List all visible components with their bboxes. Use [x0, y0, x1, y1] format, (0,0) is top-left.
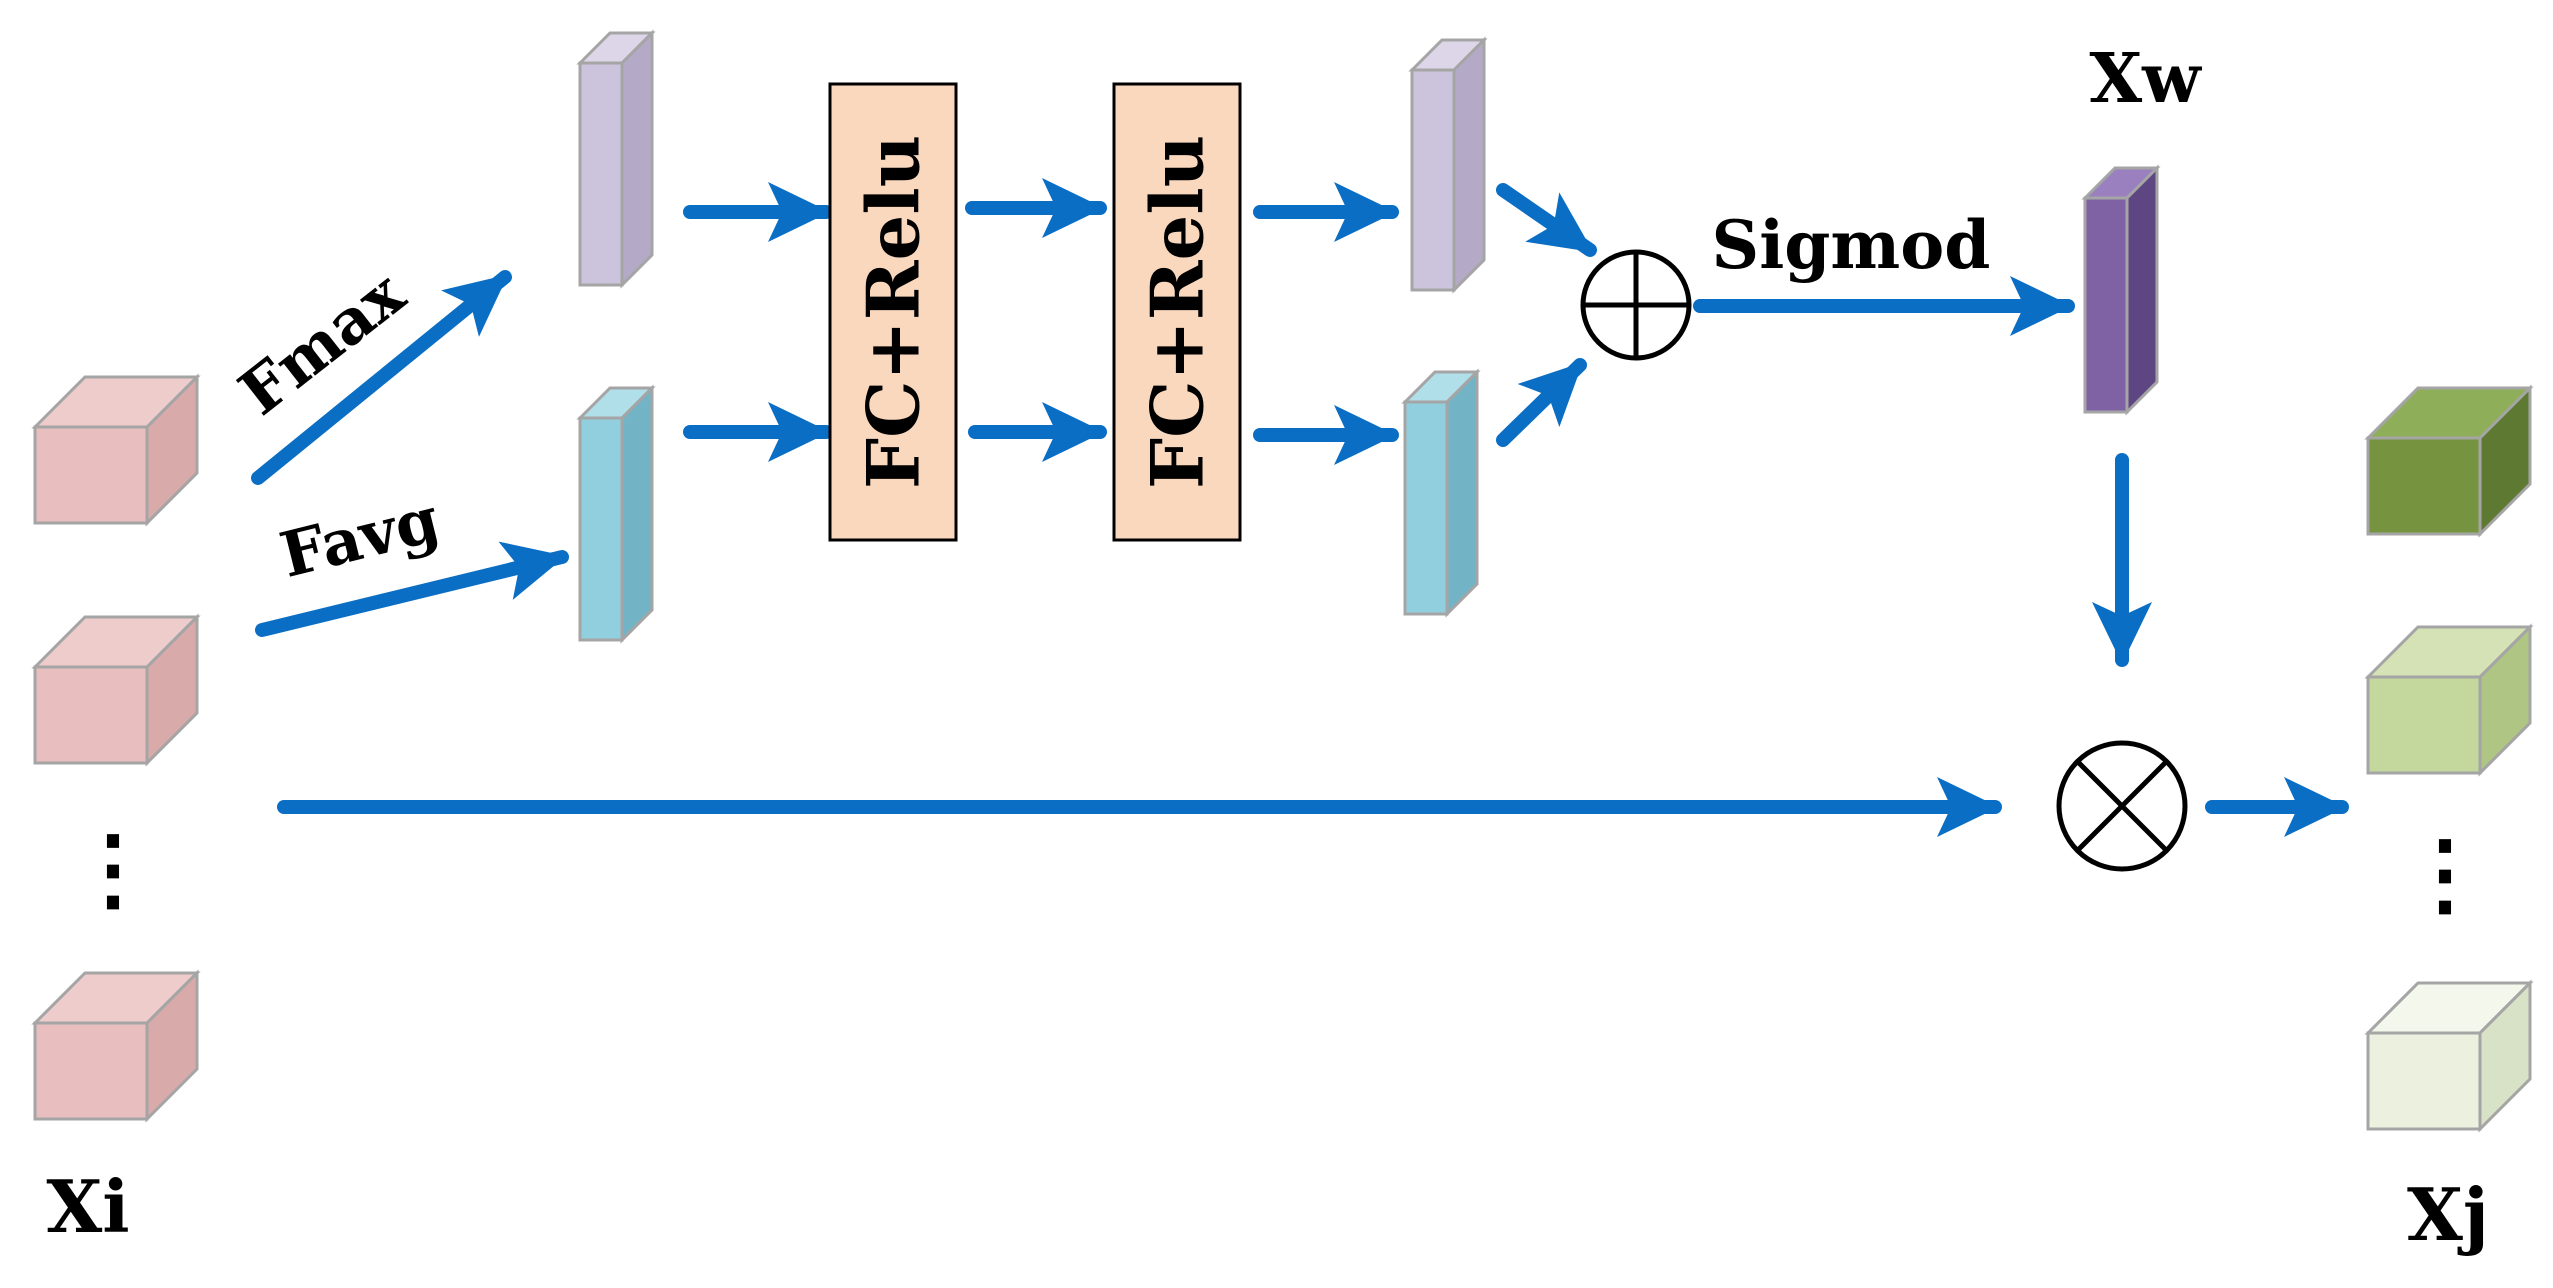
fmax-label: Fmax	[226, 256, 419, 429]
input-label: Xi	[46, 1164, 129, 1249]
add-node	[1580, 249, 1692, 361]
fc-relu-label-2: FC+Relu	[1135, 135, 1220, 489]
arrow-to-add-top	[1496, 183, 1597, 257]
avg-pooled-vector	[576, 384, 656, 644]
input-cube	[31, 969, 201, 1123]
output-cube	[2364, 384, 2534, 538]
weights-label: Xw	[2089, 39, 2202, 119]
input-cube	[31, 613, 201, 767]
output-label: Xj	[2407, 1172, 2489, 1257]
fc-relu-block-1: FC+Relu	[828, 82, 958, 542]
sigmoid-label: Sigmod	[1712, 206, 1991, 284]
input-ellipsis: ⋮	[68, 816, 158, 922]
multiply-node	[2056, 740, 2188, 872]
output-cube	[2364, 623, 2534, 777]
arrow-to-add-bottom	[1496, 358, 1587, 447]
input-cube	[31, 373, 201, 527]
max-pooled-vector	[576, 29, 656, 289]
attention-weights-vector	[2081, 164, 2161, 416]
avg-branch-output-vector	[1401, 368, 1481, 618]
favg-arrow	[255, 541, 569, 637]
fmax-arrow	[251, 270, 512, 485]
favg-label: Favg	[273, 482, 446, 592]
output-ellipsis: ⋮	[2400, 821, 2490, 927]
max-branch-output-vector	[1408, 36, 1488, 294]
fc-relu-block-2: FC+Relu	[1112, 82, 1242, 542]
output-cube	[2364, 979, 2534, 1133]
fc-relu-label-1: FC+Relu	[851, 135, 936, 489]
